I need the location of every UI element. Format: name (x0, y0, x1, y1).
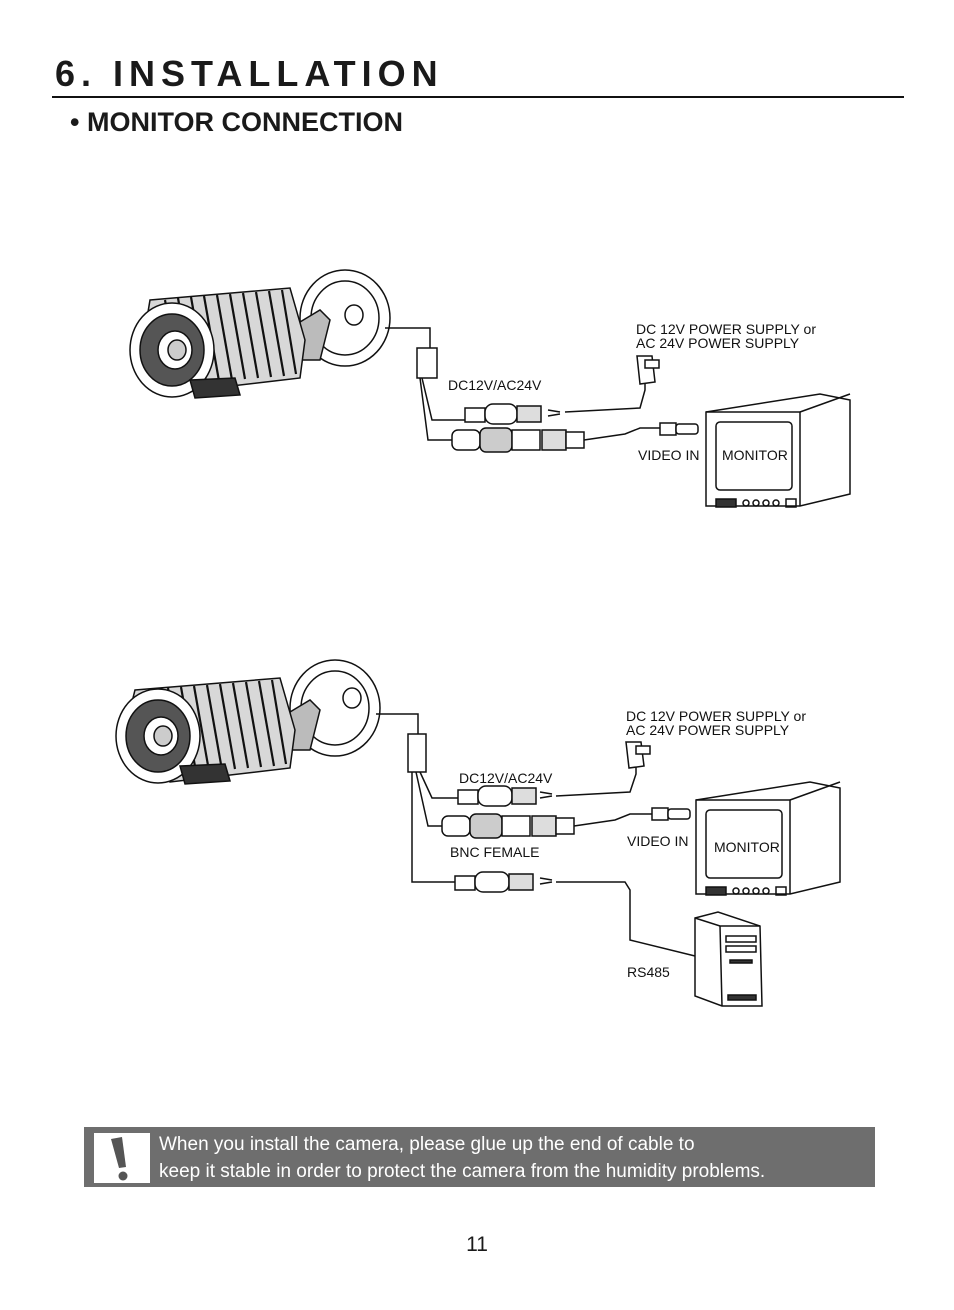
page-title: 6. INSTALLATION (55, 53, 444, 94)
monitor-label: MONITOR (714, 839, 780, 855)
diagram-rs485-drawing (115, 659, 841, 1007)
dc-ac-label: DC12V/AC24V (448, 377, 542, 393)
note-text: When you install the camera, please glue… (159, 1131, 765, 1185)
power-adapter-icon (636, 355, 660, 385)
note-line-1: When you install the camera, please glue… (159, 1134, 695, 1155)
title-divider (52, 96, 904, 98)
exclamation-icon (94, 1133, 150, 1183)
power-supply-label-line2: AC 24V POWER SUPPLY (626, 722, 790, 738)
caution-note: When you install the camera, please glue… (84, 1127, 875, 1187)
page-number: 11 (466, 1233, 488, 1256)
video-in-label: VIDEO IN (638, 447, 700, 463)
bnc-female-label: BNC FEMALE (450, 844, 540, 860)
dc-ac-label: DC12V/AC24V (459, 770, 553, 786)
power-adapter-icon (625, 741, 651, 769)
connection-diagram-rs485: DC 12V POWER SUPPLY or AC 24V POWER SUPP… (0, 650, 954, 1020)
power-supply-label-line1: DC 12V POWER SUPPLY or (636, 321, 816, 337)
power-supply-label-line1: DC 12V POWER SUPPLY or (626, 708, 806, 724)
diagram-basic-drawing (129, 269, 851, 508)
monitor-icon (705, 393, 851, 508)
bullet-camera-icon (115, 659, 381, 785)
monitor-icon (695, 781, 841, 896)
connection-diagram-basic: DC 12V POWER SUPPLY or AC 24V POWER SUPP… (0, 260, 954, 520)
rs485-label: RS485 (627, 964, 670, 980)
power-supply-label-line2: AC 24V POWER SUPPLY (636, 335, 800, 351)
video-in-label: VIDEO IN (627, 833, 689, 849)
section-title: • MONITOR CONNECTION (70, 107, 403, 137)
bullet-camera-icon (129, 269, 391, 399)
monitor-label: MONITOR (722, 447, 788, 463)
note-line-2: keep it stable in order to protect the c… (159, 1161, 766, 1182)
pc-tower-icon (694, 911, 763, 1007)
